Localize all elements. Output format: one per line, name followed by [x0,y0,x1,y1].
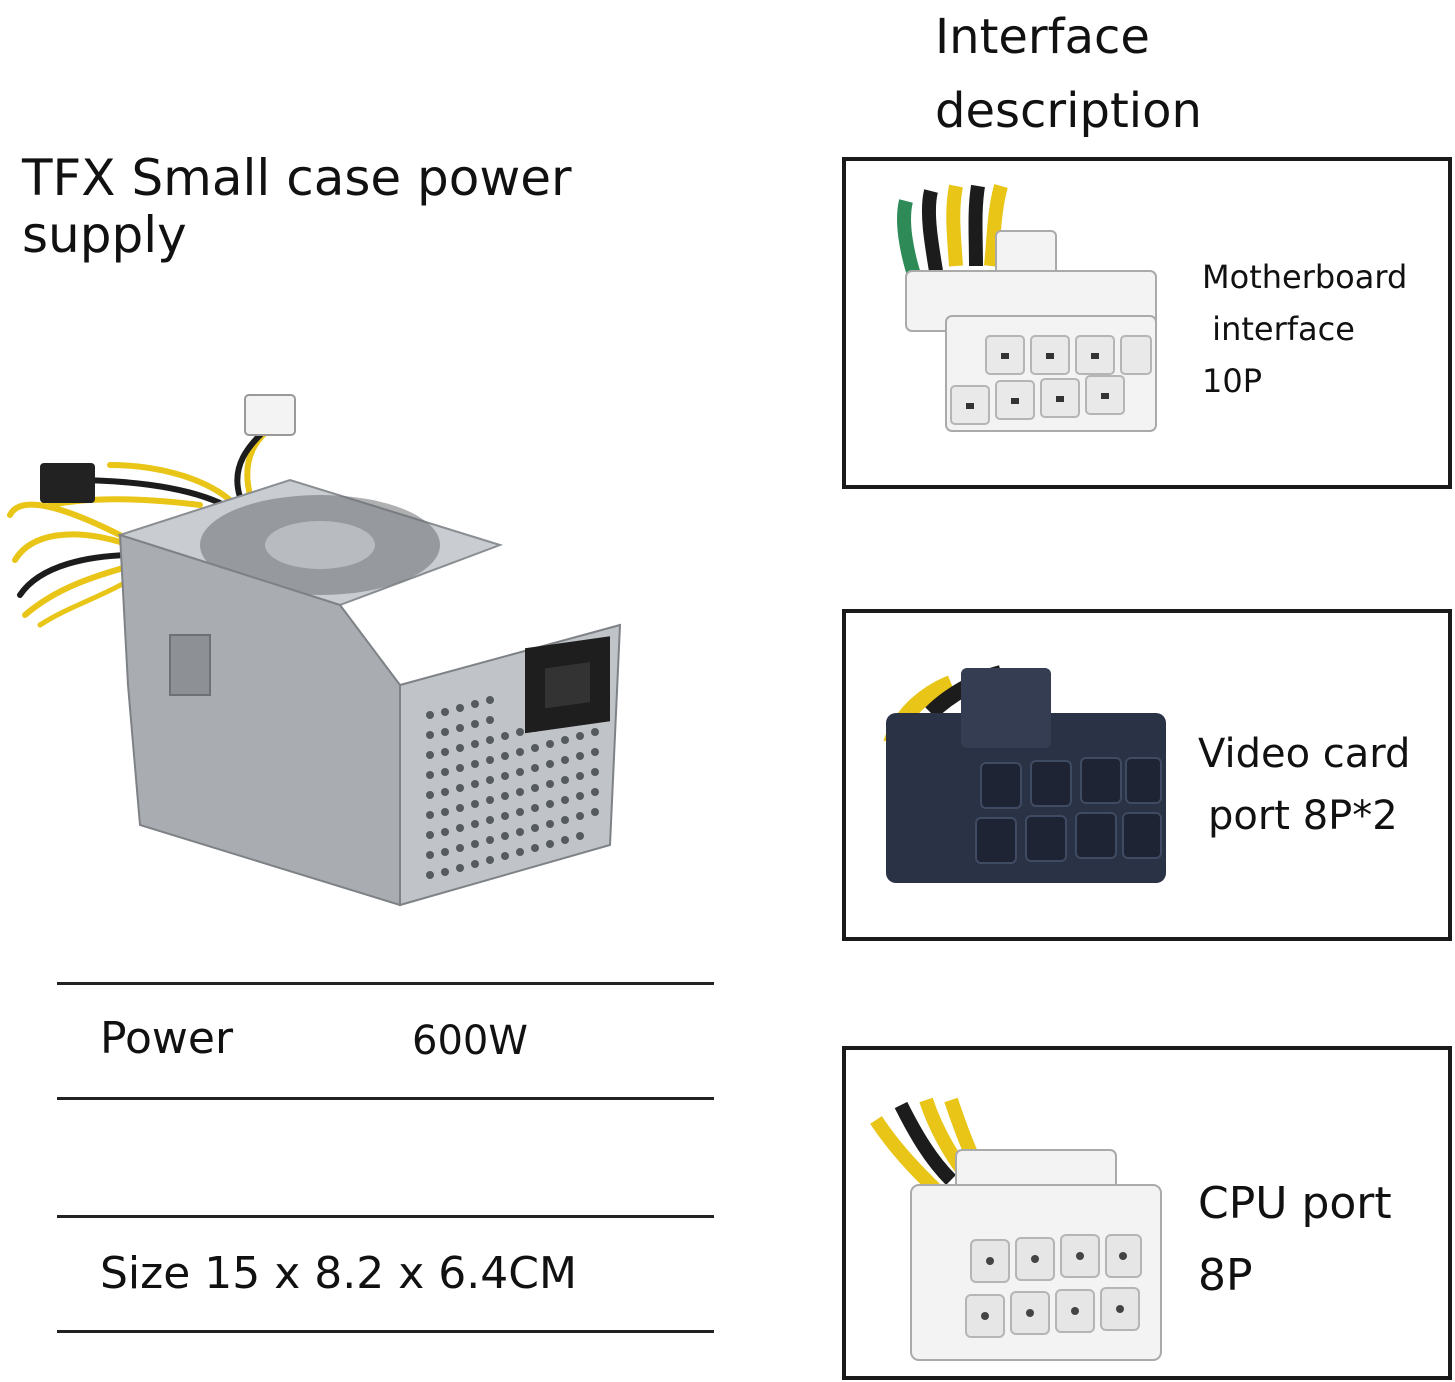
cpu-connector-image [856,1080,1176,1370]
motherboard-connector-image [866,171,1186,461]
cpu-port-box: CPU port 8P [842,1046,1452,1380]
cpu-port-label: CPU port 8P [1198,1168,1392,1312]
label-line: port 8P*2 [1208,793,1398,839]
label-line: interface [1202,310,1355,348]
video-card-port-box: Video card port 8P*2 [842,609,1452,941]
motherboard-interface-box: Motherboard interface 10P [842,157,1452,489]
label-line: 10P [1202,362,1263,400]
label-line: Video card [1198,731,1411,777]
interface-title: Interface description [935,9,1202,139]
label-line: 8P [1198,1250,1253,1301]
product-title: TFX Small case power supply [22,149,572,264]
size-label: Size 15 x 8.2 x 6.4CM [100,1248,577,1299]
spec-divider [57,982,714,985]
motherboard-interface-label: Motherboard interface 10P [1202,251,1407,407]
label-line: Motherboard [1202,258,1408,296]
spec-divider [57,1215,714,1218]
spec-divider [57,1330,714,1333]
power-label: Power [100,1013,234,1064]
label-line: CPU port [1198,1178,1392,1229]
spec-divider [57,1097,714,1100]
power-value: 600W [412,1018,528,1064]
psu-image [0,385,640,925]
video-card-connector-image [871,653,1191,913]
video-card-port-label: Video card port 8P*2 [1198,723,1410,847]
